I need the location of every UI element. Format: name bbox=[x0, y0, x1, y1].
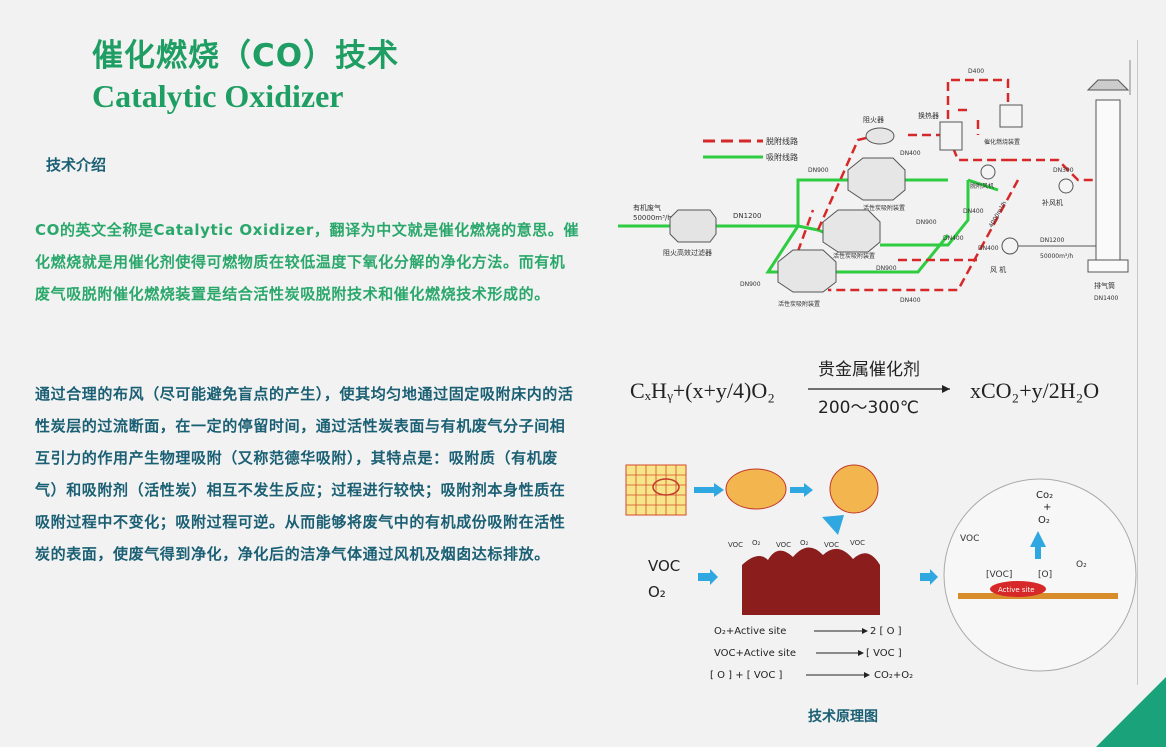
pipe-dn900-c: DN900 bbox=[876, 265, 897, 272]
zoom-particle bbox=[725, 468, 787, 510]
catalytic-unit-shape bbox=[999, 104, 1023, 128]
active-site-label: Active site bbox=[998, 586, 1035, 594]
desorb-fan-label: 脱附风机 bbox=[970, 182, 994, 190]
svg-text:VOC: VOC bbox=[728, 541, 743, 549]
o2-label: O₂ bbox=[648, 583, 666, 601]
active-site-zoom bbox=[943, 478, 1137, 672]
legend-adsorb-label: 吸附线路 bbox=[766, 152, 798, 162]
inlet-flow-label: 50000m³/h bbox=[633, 214, 672, 222]
desorb-fan-shape bbox=[980, 164, 996, 180]
svg-text:2 [ O ]: 2 [ O ] bbox=[870, 626, 902, 637]
adsorber-2: 活性炭吸附装置 bbox=[822, 209, 881, 260]
main-fan-label: 风 机 bbox=[990, 265, 1006, 274]
carbon-grid bbox=[625, 464, 687, 516]
pipe-4000: 4000m³/h bbox=[988, 200, 1009, 229]
legend-desorb-label: 脱附线路 bbox=[766, 136, 798, 146]
pipe-dn400-b: DN400 bbox=[963, 208, 984, 215]
co2-label: Co₂ bbox=[1036, 490, 1053, 501]
filter-shape bbox=[669, 209, 717, 243]
catalytic-unit-label: 催化燃烧装置 bbox=[984, 138, 1020, 146]
pipe-dn900-b: DN900 bbox=[916, 219, 937, 226]
pipe-dn400-e: DN400 bbox=[978, 245, 999, 252]
arrow-2-head bbox=[804, 483, 813, 497]
page-title-en: Catalytic Oxidizer bbox=[92, 78, 344, 114]
detail-paragraph: 通过合理的布风（尽可能避免盲点的产生），使其均匀地通过固定吸附床内的活性炭层的过… bbox=[35, 385, 574, 563]
corner-accent bbox=[1096, 677, 1166, 747]
arrow-4-head bbox=[710, 569, 718, 585]
svg-text:O₂: O₂ bbox=[800, 539, 809, 547]
flame-arrester-label: 阻火器 bbox=[863, 115, 884, 124]
pipe-dn300: DN300 bbox=[1053, 167, 1074, 174]
svg-text:VOC+Active site: VOC+Active site bbox=[714, 648, 796, 659]
arrow-4-body bbox=[698, 573, 710, 581]
zoom-voc-label: VOC bbox=[960, 534, 979, 544]
equation-catalyst: 贵金属催化剂 bbox=[818, 360, 920, 380]
svg-text:O₂+Active site: O₂+Active site bbox=[714, 626, 786, 637]
adsorber-3: 活性炭吸附装置 bbox=[777, 249, 837, 308]
pipe-dn900-d: DN900 bbox=[740, 281, 761, 288]
heat-exchanger-label: 换热器 bbox=[918, 111, 939, 120]
equation-arrow-head bbox=[942, 385, 950, 393]
divider-line bbox=[1137, 40, 1138, 685]
surface-particles: VOC O₂ VOC O₂ VOC VOC bbox=[728, 539, 865, 549]
arrow-5-body bbox=[920, 573, 930, 581]
stack-label: 排气筒 bbox=[1094, 281, 1115, 290]
arrow-3 bbox=[822, 515, 844, 535]
zoom-o2-label: O₂ bbox=[1076, 560, 1087, 570]
release-arrow bbox=[1030, 531, 1046, 559]
carbon-surface bbox=[742, 547, 880, 615]
o2-small-label: O₂ bbox=[1038, 515, 1050, 526]
heat-exchanger-shape bbox=[939, 121, 963, 151]
main-fan-shape bbox=[1001, 237, 1019, 255]
intro-paragraph: CO的英文全称是Catalytic Oxidizer，翻译为中文就是催化燃烧的意… bbox=[35, 221, 580, 303]
adsorber-1: 活性炭吸附装置 bbox=[847, 157, 906, 212]
site-voc-label: [VOC] bbox=[986, 570, 1012, 580]
reaction-list: O₂+Active site 2 [ O ] VOC+Active site [… bbox=[710, 626, 913, 681]
equation-left: CₓHᵧ+(x+y/4)O₂ bbox=[630, 378, 775, 403]
pipe-dn1200-in: DN1200 bbox=[733, 212, 761, 220]
active-site-shape bbox=[990, 581, 1046, 597]
pipe-dn400-c: DN400 bbox=[943, 235, 964, 242]
svg-text:VOC: VOC bbox=[850, 539, 865, 547]
section-label: 技术介绍 bbox=[46, 156, 107, 174]
pipe-dn900-a: DN900 bbox=[808, 167, 829, 174]
stack-size-label: DN1400 bbox=[1094, 295, 1119, 302]
site-o-label: [O] bbox=[1038, 570, 1052, 580]
zoom-pore bbox=[829, 464, 879, 514]
svg-text:活性炭吸附装置: 活性炭吸附装置 bbox=[778, 300, 820, 308]
inlet-label: 有机废气 bbox=[633, 203, 661, 212]
svg-text:活性炭吸附装置: 活性炭吸附装置 bbox=[833, 252, 875, 260]
voc-label: VOC bbox=[648, 557, 680, 575]
site-surface bbox=[958, 593, 1118, 599]
plus-label: + bbox=[1043, 502, 1051, 513]
arrow-2-body bbox=[790, 487, 804, 493]
svg-text:VOC: VOC bbox=[824, 541, 839, 549]
svg-text:CO₂+O₂: CO₂+O₂ bbox=[874, 670, 913, 681]
svg-text:[ O ] + [ VOC ]: [ O ] + [ VOC ] bbox=[710, 670, 783, 681]
pipe-d400: D400 bbox=[968, 68, 984, 75]
svg-text:VOC: VOC bbox=[776, 541, 791, 549]
pipe-dn400-d: DN400 bbox=[900, 297, 921, 304]
page-title-cn: 催化燃烧（CO）技术 bbox=[92, 38, 400, 74]
svg-text:[ VOC ]: [ VOC ] bbox=[866, 648, 902, 659]
equation-right: xCO₂+y/2H₂O bbox=[970, 378, 1099, 403]
arrow-1-head bbox=[714, 483, 724, 497]
filter-label: 阻火高效过滤器 bbox=[663, 248, 712, 257]
mechanism-diagram: VOC O₂ VOC O₂ VOC O₂ VOC VOC Co₂ + O₂ VO… bbox=[625, 464, 1137, 681]
equation-temperature: 200～300℃ bbox=[818, 398, 919, 418]
svg-text:活性炭吸附装置: 活性炭吸附装置 bbox=[863, 204, 905, 212]
outlet-flow-label: 50000m³/h bbox=[1040, 253, 1073, 260]
pipe-dn1200-out: DN1200 bbox=[1040, 237, 1065, 244]
fresh-air-fan-label: 补风机 bbox=[1042, 198, 1063, 207]
arrow-5-head bbox=[930, 569, 938, 585]
arrow-1-body bbox=[694, 487, 714, 493]
pipe-dn400-a: DN400 bbox=[900, 150, 921, 157]
svg-text:O₂: O₂ bbox=[752, 539, 761, 547]
diagram-caption: 技术原理图 bbox=[808, 709, 878, 725]
reaction-equation: CₓHᵧ+(x+y/4)O₂ 贵金属催化剂 200～300℃ xCO₂+y/2H… bbox=[630, 360, 1099, 418]
flame-arrester-shape bbox=[865, 127, 895, 145]
fresh-air-fan-shape bbox=[1058, 178, 1074, 194]
process-diagram: 脱附线路 吸附线路 有机废气 50000m³/h 阻火高效过滤器 DN1200 … bbox=[618, 60, 1131, 308]
stack-shape bbox=[1086, 60, 1131, 273]
